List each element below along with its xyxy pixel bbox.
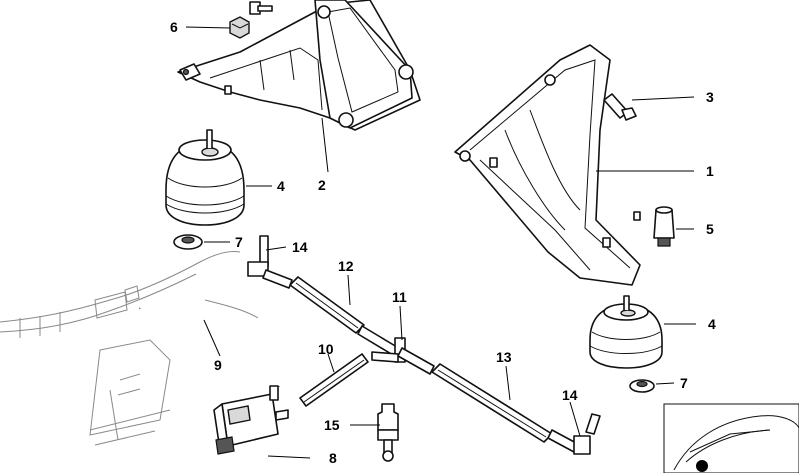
callout-13: 13 bbox=[496, 349, 512, 365]
hose-10 bbox=[299, 353, 369, 407]
callout-1: 1 bbox=[706, 163, 714, 179]
hex-bolt-top bbox=[249, 1, 273, 15]
callout-11: 11 bbox=[392, 289, 407, 305]
check-valve bbox=[377, 403, 399, 462]
callout-9: 9 bbox=[214, 357, 222, 373]
hose-12 bbox=[289, 276, 365, 334]
callout-14-bottom: 14 bbox=[562, 387, 578, 403]
callout-4-right: 4 bbox=[708, 316, 716, 332]
engine-carrier-right bbox=[454, 44, 641, 286]
callout-3: 3 bbox=[706, 89, 714, 105]
elbow-connector-bottom bbox=[547, 413, 601, 455]
solenoid-valve bbox=[213, 385, 289, 455]
vehicle-locator-inset bbox=[663, 403, 799, 473]
callout-12: 12 bbox=[338, 258, 354, 274]
stop-buffer-right bbox=[629, 379, 655, 393]
elbow-connector-top bbox=[247, 235, 293, 289]
stop-buffer-left bbox=[173, 234, 203, 250]
callout-2: 2 bbox=[318, 177, 326, 193]
callout-10: 10 bbox=[318, 341, 334, 357]
callout-14-top: 14 bbox=[292, 239, 308, 255]
background-subframe bbox=[0, 251, 259, 446]
callout-6: 6 bbox=[170, 19, 178, 35]
engine-carrier-left bbox=[177, 0, 421, 131]
engine-mount-left bbox=[165, 129, 245, 226]
location-dot-icon bbox=[696, 460, 708, 472]
nut bbox=[229, 16, 250, 39]
callout-15: 15 bbox=[324, 417, 340, 433]
callout-5: 5 bbox=[706, 221, 714, 237]
hex-bolt-right bbox=[603, 93, 637, 121]
callout-labels: 1 2 3 4 4 5 6 7 7 8 9 10 11 12 13 14 14 … bbox=[170, 19, 716, 466]
engine-mount-right bbox=[589, 295, 663, 369]
vacuum-hose-curved bbox=[137, 296, 283, 387]
leader-lines bbox=[185, 26, 696, 459]
callout-4-left: 4 bbox=[277, 178, 285, 194]
callout-7-left: 7 bbox=[235, 234, 243, 250]
t-piece bbox=[357, 325, 435, 375]
callout-7-right: 7 bbox=[680, 375, 688, 391]
hose-13 bbox=[431, 363, 553, 443]
rubber-mount bbox=[653, 206, 675, 247]
callout-8: 8 bbox=[329, 450, 337, 466]
